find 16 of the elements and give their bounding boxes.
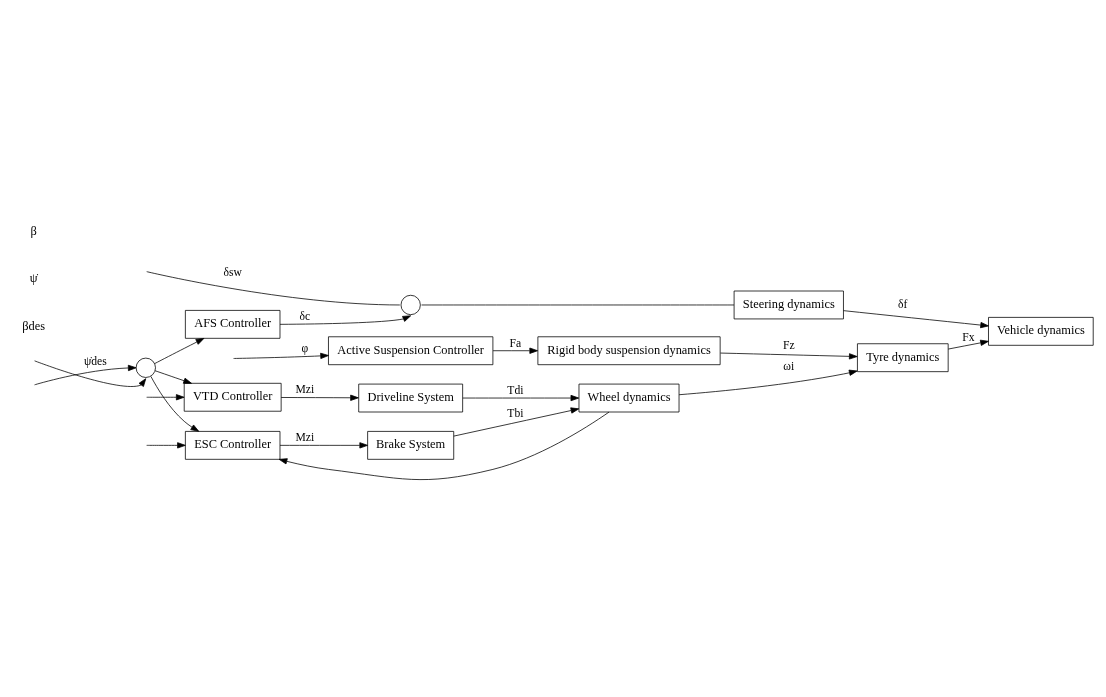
edge-label: δsw [223,265,242,278]
edge-label: Mzi [295,382,315,396]
edge-label: Mzi [295,430,315,444]
edge-label: ψ̇des [84,354,107,368]
label: βdes [22,318,46,333]
edge-label: Fz [782,338,795,352]
label: ψ̇ [29,270,38,285]
edge-label: Fa [509,336,522,350]
edge-label: δc [299,309,311,323]
edge-label: Fx [962,330,975,344]
label: β [30,223,37,238]
edge-label: φ [301,341,309,355]
edge-label: ωi [783,359,795,373]
edge-label: Tbi [507,406,524,420]
edge-label: Tdi [507,383,524,397]
edge-label: δf [898,297,908,311]
